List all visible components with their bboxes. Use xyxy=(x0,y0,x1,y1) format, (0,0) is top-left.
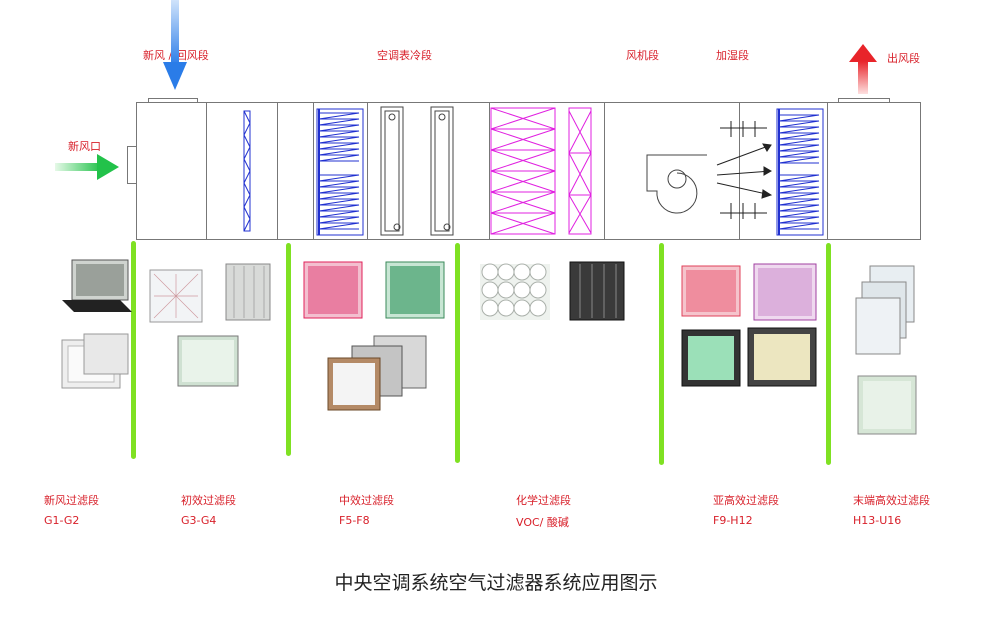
stage-divider-1 xyxy=(131,241,136,459)
medium-filter-products xyxy=(303,261,445,411)
primary-filter-icon xyxy=(243,110,251,232)
stage-name-4: 化学过滤段 xyxy=(516,494,571,507)
stage-grade-3: F5-F8 xyxy=(339,514,370,527)
inlet-arrow-icon xyxy=(55,154,119,180)
fan-icon xyxy=(646,154,707,214)
diagram-title: 中央空调系统空气过滤器系统应用图示 xyxy=(334,572,658,594)
outlet-flange xyxy=(838,98,890,103)
stage-name-2: 初效过滤段 xyxy=(181,494,236,507)
humidifier-icon xyxy=(716,121,773,219)
stage-name-3: 中效过滤段 xyxy=(339,494,394,507)
label-fresh-air-inlet: 新风口 xyxy=(68,140,101,153)
stage-name-5: 亚高效过滤段 xyxy=(713,494,779,507)
ahu-internals xyxy=(243,106,824,236)
chemical-filter-icon xyxy=(490,107,592,235)
stage-divider-3 xyxy=(455,243,460,463)
cooling-coil-icon xyxy=(380,106,454,236)
stage-divider-5 xyxy=(826,243,831,465)
sub-hepa-filter-products xyxy=(681,263,817,387)
hepa-filter-products xyxy=(855,265,917,435)
stage-grade-6: H13-U16 xyxy=(853,514,902,527)
primary-filter-products xyxy=(149,263,271,387)
medium-bag-filter-icon xyxy=(316,108,364,236)
stage-grade-4: VOC/ 酸碱 xyxy=(516,516,569,529)
return-air-flange xyxy=(148,98,198,103)
label-humidify-section: 加湿段 xyxy=(716,49,749,62)
down-arrow-icon xyxy=(163,0,187,90)
label-cooling-coil-section: 空调表冷段 xyxy=(377,49,432,62)
stage-divider-4 xyxy=(659,243,664,465)
coarse-filter-products xyxy=(61,259,132,389)
stage-name-1: 新风过滤段 xyxy=(44,494,99,507)
sub-hepa-filter-icon xyxy=(776,108,824,236)
up-arrow-icon xyxy=(849,44,877,94)
stage-grade-1: G1-G2 xyxy=(44,514,80,527)
stage-divider-2 xyxy=(286,243,291,456)
label-outlet-section: 出风段 xyxy=(887,52,920,65)
stage-grade-5: F9-H12 xyxy=(713,514,753,527)
chemical-filter-products xyxy=(480,261,625,321)
stage-name-6: 末端高效过滤段 xyxy=(853,494,930,507)
stage-grade-2: G3-G4 xyxy=(181,514,217,527)
label-fan-section: 风机段 xyxy=(626,49,659,62)
air-handling-unit xyxy=(136,102,921,240)
